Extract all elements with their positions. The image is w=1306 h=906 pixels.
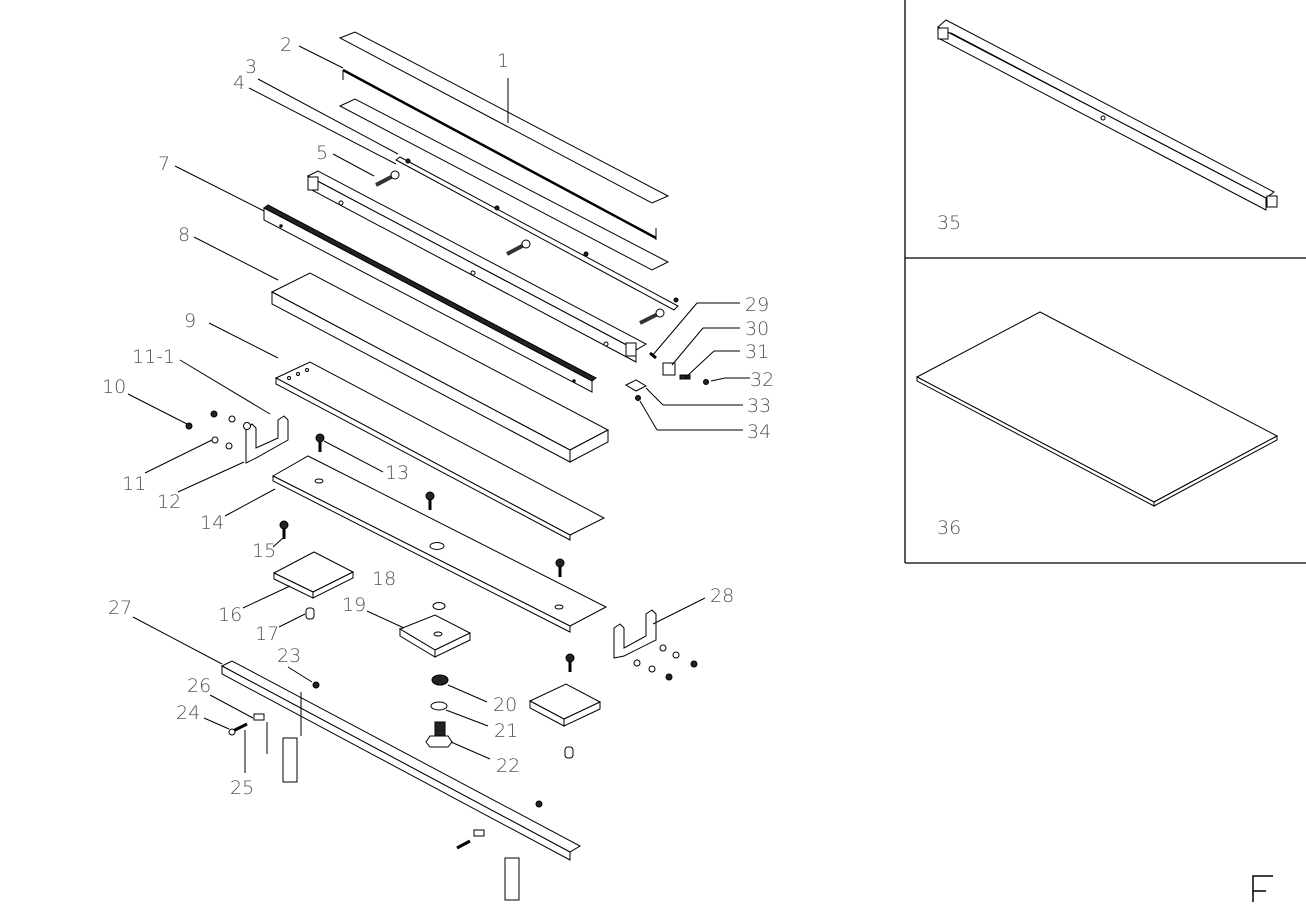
- label-35: 35: [937, 212, 961, 234]
- part-1-cover-strip: [338, 31, 670, 204]
- part-2-steel-strip: [342, 68, 657, 240]
- label-18: 18: [372, 568, 396, 590]
- label-17: 17: [255, 623, 279, 645]
- part-22-hex-bolt: [425, 721, 453, 748]
- label-26: 26: [187, 675, 211, 697]
- part-3-cover-plate: [338, 98, 670, 271]
- small-fasteners-left: [185, 410, 251, 450]
- label-11-1: 11-1: [132, 346, 175, 368]
- label-33: 33: [747, 395, 771, 417]
- label-7: 7: [158, 153, 170, 175]
- carriage-bolts: [279, 433, 575, 672]
- part-5-bolts: [375, 170, 665, 325]
- label-19: 19: [342, 594, 366, 616]
- label-11: 11: [122, 473, 146, 495]
- label-34: 34: [747, 421, 771, 443]
- label-9: 9: [184, 310, 196, 332]
- parts-29-34: [624, 351, 709, 401]
- corner-mark: [1252, 875, 1273, 902]
- label-5: 5: [316, 142, 328, 164]
- panel-35: 35: [904, 0, 1306, 259]
- label-2: 2: [280, 34, 292, 56]
- label-20: 20: [493, 694, 517, 716]
- part-21-washer: [430, 701, 448, 711]
- rail-body: [306, 170, 648, 363]
- part-labels: 1 2 3 4 5 7 8 9 10 11 11-1 12 13 14 15 1…: [102, 34, 774, 799]
- leader-lines: [127, 45, 750, 773]
- label-16: 16: [218, 604, 242, 626]
- label-30: 30: [745, 318, 769, 340]
- label-29: 29: [745, 294, 769, 316]
- label-4: 4: [233, 72, 245, 94]
- part-7-rack-rail: [263, 204, 597, 393]
- part-16-slide-block: [272, 551, 355, 599]
- label-1: 1: [497, 50, 509, 72]
- label-14: 14: [200, 512, 224, 534]
- part-19-slide-block: [398, 614, 472, 658]
- label-3: 3: [245, 56, 257, 78]
- spacer-right: [564, 746, 574, 759]
- panel-36: 36: [904, 258, 1306, 564]
- part-9-channel-bracket: [274, 361, 606, 541]
- part-18-o-ring: [432, 602, 446, 610]
- label-27: 27: [108, 597, 132, 619]
- label-12: 12: [157, 491, 181, 513]
- slide-block-right: [528, 683, 602, 727]
- part-14-base-plate: [271, 455, 608, 633]
- part-27-slotted-bar: [220, 660, 582, 861]
- label-10: 10: [102, 376, 126, 398]
- label-28: 28: [710, 585, 734, 607]
- part-12-end-bracket: [245, 415, 289, 464]
- label-24: 24: [176, 702, 200, 724]
- label-21: 21: [494, 720, 518, 742]
- label-36: 36: [937, 517, 961, 539]
- label-15: 15: [252, 540, 276, 562]
- part-8-beam: [270, 272, 610, 463]
- label-23: 23: [277, 645, 301, 667]
- label-32: 32: [750, 369, 774, 391]
- fasteners-23-26: [228, 681, 543, 850]
- label-13: 13: [385, 462, 409, 484]
- part-28-end-bracket: [613, 609, 657, 659]
- support-legs: [266, 692, 520, 901]
- label-8: 8: [178, 224, 190, 246]
- small-fasteners-right: [633, 644, 698, 681]
- label-31: 31: [745, 341, 769, 363]
- part-17-spacer: [305, 607, 315, 620]
- label-25: 25: [230, 777, 254, 799]
- part-20-hex-nut: [431, 674, 449, 686]
- label-22: 22: [496, 755, 520, 777]
- part-4-guide-rod: [395, 156, 679, 311]
